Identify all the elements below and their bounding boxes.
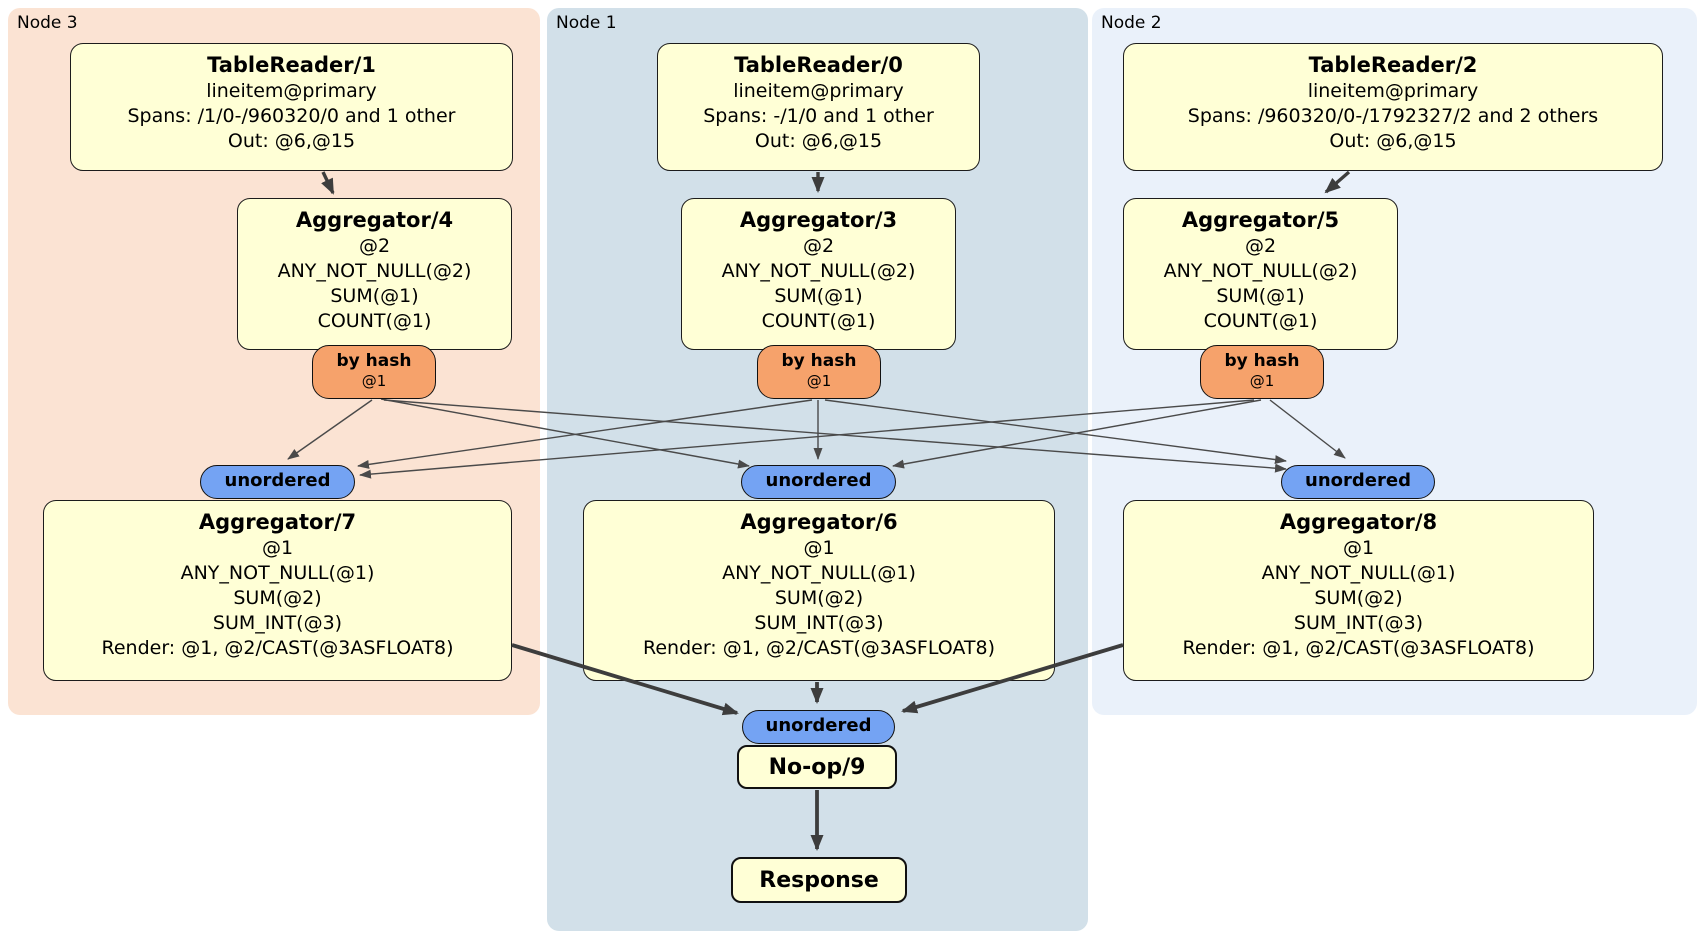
processor-detail: SUM(@1) (1216, 285, 1305, 307)
processor-detail: Out: @6,@15 (227, 130, 356, 152)
processor-title: No-op/9 (768, 754, 866, 780)
processor-detail: lineitem@primary (1307, 80, 1479, 102)
router-label: by hash (1224, 351, 1300, 371)
processor-detail: COUNT(@1) (317, 310, 432, 332)
processor-detail: ANY_NOT_NULL(@2) (721, 260, 916, 282)
processor-detail: SUM(@2) (233, 587, 322, 609)
processor-tablereader-2: TableReader/2 lineitem@primary Spans: /9… (1123, 43, 1663, 171)
processor-tablereader-0: TableReader/0 lineitem@primary Spans: -/… (657, 43, 980, 171)
router-key: @1 (806, 372, 832, 390)
processor-detail: COUNT(@1) (761, 310, 876, 332)
router-by-hash-node3: by hash @1 (312, 345, 436, 399)
processor-title: Aggregator/5 (1181, 208, 1340, 232)
processor-aggregator-6: Aggregator/6 @1 ANY_NOT_NULL(@1) SUM(@2)… (583, 500, 1055, 681)
router-key: @1 (361, 372, 387, 390)
processor-title: Aggregator/8 (1279, 510, 1438, 534)
processor-detail: lineitem@primary (206, 80, 377, 102)
processor-detail: lineitem@primary (733, 80, 904, 102)
processor-detail: ANY_NOT_NULL(@1) (722, 562, 916, 584)
processor-title: Aggregator/6 (740, 510, 898, 534)
stream-label: unordered (765, 470, 872, 491)
stream-unordered-node2: unordered (1281, 465, 1435, 499)
stream-label: unordered (224, 470, 331, 491)
router-by-hash-node1: by hash @1 (757, 345, 881, 399)
processor-title: Aggregator/7 (198, 510, 357, 534)
group-label-node-3: Node 3 (17, 13, 78, 33)
stream-label: unordered (765, 715, 872, 736)
processor-detail: SUM_INT(@3) (754, 612, 884, 634)
processor-detail: ANY_NOT_NULL(@2) (277, 260, 472, 282)
processor-noop-9: No-op/9 (737, 745, 897, 789)
processor-detail: ANY_NOT_NULL(@1) (1261, 562, 1456, 584)
processor-detail: SUM(@2) (774, 587, 864, 609)
processor-detail: Spans: -/1/0 and 1 other (703, 105, 934, 127)
processor-detail: @1 (1342, 537, 1375, 559)
processor-detail: SUM(@1) (774, 285, 863, 307)
group-label-node-2: Node 2 (1101, 13, 1162, 33)
processor-title: Aggregator/3 (739, 208, 898, 232)
processor-title: TableReader/1 (207, 53, 376, 77)
processor-detail: ANY_NOT_NULL(@2) (1163, 260, 1358, 282)
processor-aggregator-7: Aggregator/7 @1 ANY_NOT_NULL(@1) SUM(@2)… (43, 500, 512, 681)
processor-detail: @2 (1244, 235, 1277, 257)
group-label-node-1: Node 1 (556, 13, 617, 33)
response-box: Response (731, 857, 907, 903)
processor-aggregator-5: Aggregator/5 @2 ANY_NOT_NULL(@2) SUM(@1)… (1123, 198, 1398, 350)
processor-detail: SUM(@2) (1314, 587, 1403, 609)
processor-detail: Spans: /1/0-/960320/0 and 1 other (127, 105, 456, 127)
processor-detail: ANY_NOT_NULL(@1) (180, 562, 375, 584)
processor-detail: @2 (802, 235, 835, 257)
stream-label: unordered (1305, 470, 1411, 491)
processor-detail: @2 (358, 235, 391, 257)
processor-detail: SUM(@1) (330, 285, 419, 307)
processor-title: Response (759, 867, 879, 893)
processor-aggregator-4: Aggregator/4 @2 ANY_NOT_NULL(@2) SUM(@1)… (237, 198, 512, 350)
router-key: @1 (1249, 372, 1275, 390)
processor-title: Aggregator/4 (295, 208, 454, 232)
stream-unordered-node1: unordered (741, 465, 896, 499)
router-label: by hash (781, 351, 857, 371)
processor-detail: Render: @1, @2/CAST(@3ASFLOAT8) (101, 637, 454, 659)
stream-unordered-final: unordered (742, 710, 895, 744)
processor-detail: SUM_INT(@3) (212, 612, 343, 634)
processor-detail: @1 (803, 537, 835, 559)
processor-title: TableReader/2 (1308, 53, 1478, 77)
processor-tablereader-1: TableReader/1 lineitem@primary Spans: /1… (70, 43, 513, 171)
processor-detail: Render: @1, @2/CAST(@3ASFLOAT8) (1182, 637, 1535, 659)
processor-detail: COUNT(@1) (1203, 310, 1318, 332)
processor-detail: @1 (261, 537, 294, 559)
processor-detail: Out: @6,@15 (754, 130, 883, 152)
processor-detail: SUM_INT(@3) (1293, 612, 1424, 634)
processor-detail: Render: @1, @2/CAST(@3ASFLOAT8) (643, 637, 995, 659)
router-by-hash-node2: by hash @1 (1200, 345, 1324, 399)
processor-detail: Spans: /960320/0-/1792327/2 and 2 others (1187, 105, 1599, 127)
processor-aggregator-8: Aggregator/8 @1 ANY_NOT_NULL(@1) SUM(@2)… (1123, 500, 1594, 681)
processor-detail: Out: @6,@15 (1329, 130, 1457, 152)
processor-title: TableReader/0 (734, 53, 903, 77)
stream-unordered-node3: unordered (200, 465, 355, 499)
processor-aggregator-3: Aggregator/3 @2 ANY_NOT_NULL(@2) SUM(@1)… (681, 198, 956, 350)
router-label: by hash (336, 351, 412, 371)
